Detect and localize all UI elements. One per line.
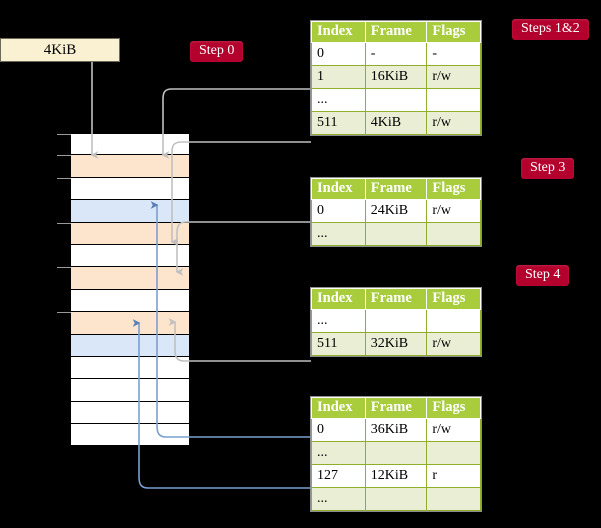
cell-frame [364, 487, 428, 511]
cell-flags [426, 441, 481, 465]
cell-index: 1 [311, 65, 366, 89]
step-pill-step-4: Step 4 [516, 265, 570, 287]
wire-step3-table3-to-memory [175, 221, 311, 276]
column-header-index: Index [311, 397, 366, 419]
memory-frame-row [70, 356, 190, 380]
cell-frame: 4KiB [364, 111, 428, 135]
step-pill-label: Step 3 [530, 160, 566, 175]
column-header-frame: Frame [364, 397, 428, 419]
column-header-frame: Frame [364, 288, 428, 310]
memory-tick-mark [57, 312, 71, 314]
cell-flags [426, 487, 481, 511]
cell-index: ... [311, 487, 366, 511]
cell-index: 511 [311, 332, 366, 356]
memory-tick-mark [57, 222, 71, 224]
cell-frame: 32KiB [364, 332, 428, 356]
wire-step12-table4-511-to-memory [170, 141, 311, 246]
cell-flags [426, 309, 481, 333]
cell-flags [426, 222, 481, 246]
cell-flags: r/w [426, 418, 481, 442]
cell-index: ... [311, 88, 366, 112]
source-frame-label: 4KiB [43, 41, 77, 58]
cell-frame: 16KiB [364, 65, 428, 89]
memory-frame-row [70, 289, 190, 313]
memory-frame-row [57, 267, 190, 290]
cell-flags: r/w [426, 65, 481, 89]
column-header-index: Index [311, 288, 366, 310]
step-pill-steps-1-2: Steps 1&2 [512, 19, 589, 41]
table-row: 0-- [311, 42, 481, 66]
cell-flags: r/w [426, 111, 481, 135]
physical-memory-strip [57, 133, 190, 447]
column-header-flags: Flags [426, 397, 481, 419]
memory-frame-row [57, 312, 190, 335]
step-pill-step-0: Step 0 [190, 41, 244, 63]
memory-frame-row [70, 401, 190, 425]
cell-index: ... [311, 441, 366, 465]
cell-frame [364, 441, 428, 465]
cell-index: 0 [311, 42, 366, 66]
cell-flags: r [426, 464, 481, 488]
cell-frame: - [364, 42, 428, 66]
memory-frame-row [57, 155, 190, 178]
memory-tick-mark [57, 177, 71, 179]
cell-index: 127 [311, 464, 366, 488]
memory-frame-row [70, 244, 190, 268]
cell-frame [364, 88, 428, 112]
column-header-flags: Flags [426, 21, 481, 43]
cell-frame [364, 309, 428, 333]
memory-frame-row [70, 200, 190, 223]
step-pill-step-3: Step 3 [521, 158, 575, 180]
memory-tick-mark [57, 267, 71, 269]
cell-frame: 24KiB [364, 199, 428, 223]
memory-frame-row [57, 177, 190, 201]
column-header-flags: Flags [426, 178, 481, 200]
cell-frame [364, 222, 428, 246]
table-row: ... [311, 487, 481, 511]
cell-index: 511 [311, 111, 366, 135]
cell-flags [426, 88, 481, 112]
source-frame-box: 4KiB [0, 38, 120, 62]
memory-frame-row [70, 334, 190, 357]
table-row: ... [311, 88, 481, 112]
column-header-frame: Frame [364, 21, 428, 43]
table-row: ... [311, 222, 481, 246]
memory-frame-row [57, 222, 190, 245]
cell-index: 0 [311, 199, 366, 223]
cell-index: 0 [311, 418, 366, 442]
wire-step4-table2-to-memory [168, 318, 311, 362]
cell-frame: 36KiB [364, 418, 428, 442]
column-header-frame: Frame [364, 178, 428, 200]
step-pill-label: Step 0 [199, 43, 235, 58]
cell-flags: r/w [426, 332, 481, 356]
table-row: ... [311, 441, 481, 465]
column-header-index: Index [311, 21, 366, 43]
cell-index: ... [311, 309, 366, 333]
cell-index: ... [311, 222, 366, 246]
memory-frame-row [70, 379, 190, 402]
step-pill-label: Steps 1&2 [521, 21, 580, 36]
step-pill-label: Step 4 [525, 267, 561, 282]
memory-frame-row [57, 133, 190, 156]
cell-flags: - [426, 42, 481, 66]
memory-tick-mark [57, 155, 71, 157]
column-header-flags: Flags [426, 288, 481, 310]
table-row: ... [311, 309, 481, 333]
cell-frame: 12KiB [364, 464, 428, 488]
cell-flags: r/w [426, 199, 481, 223]
column-header-index: Index [311, 178, 366, 200]
memory-frame-row [70, 424, 190, 447]
memory-tick-mark [57, 134, 71, 135]
